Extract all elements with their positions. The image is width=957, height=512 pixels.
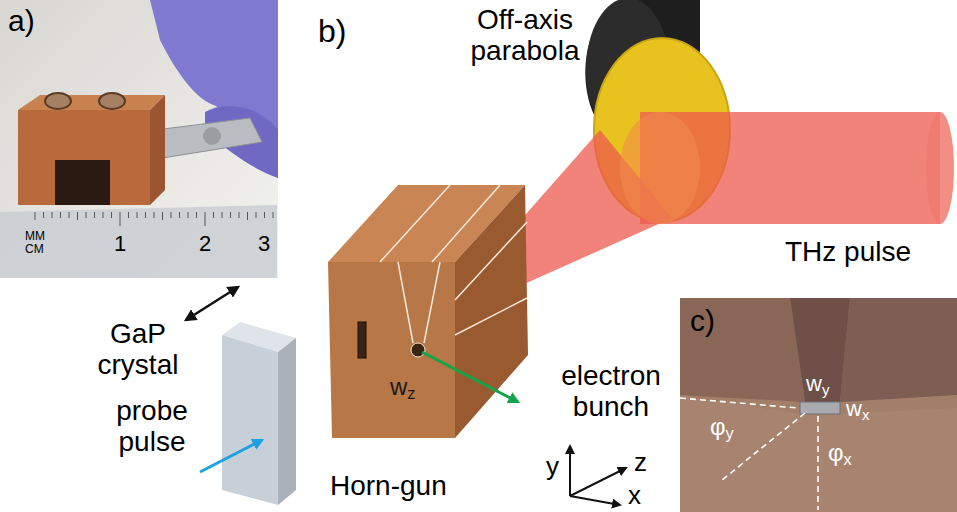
ruler-unit: MM	[25, 230, 45, 243]
horn-gun-block	[328, 185, 528, 438]
symbol-subscript: y	[822, 381, 829, 398]
panel-letter: c)	[690, 304, 715, 338]
axis-label: y	[546, 452, 559, 481]
panel-letter: b)	[318, 14, 346, 50]
ruler-number: 1	[114, 232, 126, 257]
axis-label: z	[634, 448, 647, 477]
axis-label: x	[628, 481, 641, 510]
symbol-subscript: y	[726, 424, 734, 442]
part-name: probe pulse	[100, 395, 204, 458]
panel-letter: a)	[8, 4, 35, 38]
symbol-subscript: x	[844, 450, 852, 468]
ruler-unit: CM	[25, 243, 44, 256]
dimension-label: wx	[846, 397, 869, 422]
dimension-label: wy	[806, 372, 829, 397]
symbol-subscript: z	[407, 384, 415, 402]
symbol-letter: w	[390, 373, 407, 400]
angle-label: φy	[710, 414, 734, 441]
photo-panel-a	[0, 0, 278, 278]
axis-triad	[570, 446, 626, 505]
ruler-number: 2	[199, 232, 211, 257]
symbol-letter: φ	[710, 413, 726, 440]
symbol-letter: φ	[828, 439, 844, 466]
part-name: electron bunch	[545, 360, 677, 423]
symbol-subscript: x	[862, 406, 869, 423]
ruler-number: 3	[258, 232, 270, 257]
gap-crystal	[186, 287, 296, 505]
symbol-letter: w	[806, 371, 822, 396]
part-name: Off-axis parabola	[450, 4, 600, 67]
part-name: THz pulse	[785, 236, 911, 267]
part-name: GaP crystal	[86, 318, 190, 381]
dimension-label: wz	[390, 374, 416, 401]
symbol-letter: w	[846, 396, 862, 421]
angle-label: φx	[828, 440, 852, 467]
part-name: Horn-gun	[330, 470, 447, 501]
photo-panel-c	[680, 298, 957, 512]
